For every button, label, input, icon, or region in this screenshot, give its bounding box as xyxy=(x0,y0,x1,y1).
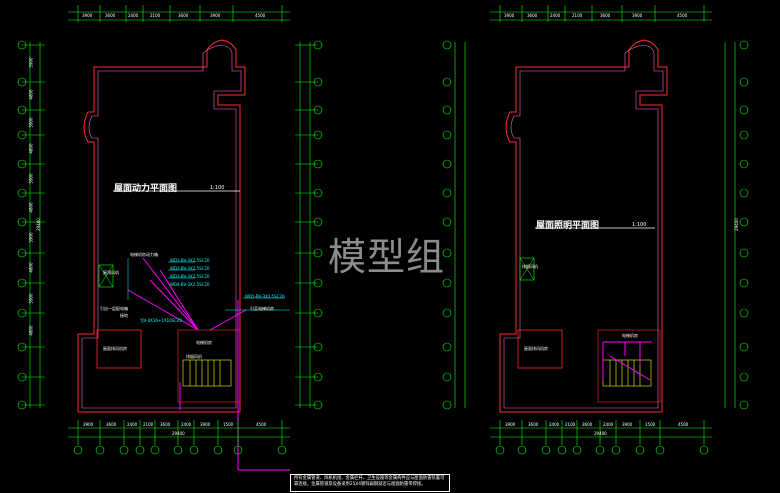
left-plan-scale: 1:100 xyxy=(210,185,225,191)
side-dim-7: 4800 xyxy=(28,262,34,273)
left-label-8: 引至电梯机房 xyxy=(250,306,274,311)
right-room-label: 屋面排风机房 xyxy=(524,346,548,351)
left-label-5: WD4-BV-3X2.5SC20 xyxy=(170,282,210,287)
side-dim-3: 4800 xyxy=(28,143,34,154)
right-top-dim-4: 3600 xyxy=(600,13,611,18)
right-inner-wall xyxy=(503,44,664,409)
right-vent-box xyxy=(519,257,535,281)
right-plan-scale: 1:100 xyxy=(632,222,647,228)
right-bottom-dim-5: 2400 xyxy=(603,422,614,427)
left-bottom-dim-3: 2100 xyxy=(143,422,154,427)
left-label-0: 电梯机房 xyxy=(196,340,212,345)
left-top-dim-4: 3600 xyxy=(178,13,189,18)
left-bottom-dim-5: 2400 xyxy=(181,422,192,427)
right-stair xyxy=(597,329,661,403)
right-bottom-dim-6: 3900 xyxy=(622,422,633,427)
right-bottom-dim-4: 3600 xyxy=(582,422,593,427)
right-wiring xyxy=(602,341,652,381)
left-plan xyxy=(17,5,323,471)
left-bottom-dim-8: 4500 xyxy=(256,422,267,427)
left-inner-wall xyxy=(81,44,242,409)
left-plan-title: 屋面动力平面图 xyxy=(114,184,178,194)
left-bottom-dim-0: 3900 xyxy=(83,422,94,427)
right-top-dim-3: 2100 xyxy=(572,13,583,18)
side-dim-6: 3900 xyxy=(28,232,34,243)
right-bottom-dim-0: 3900 xyxy=(505,422,516,427)
left-total-dim: 29400 xyxy=(172,431,185,436)
right-top-dim-0: 3900 xyxy=(504,13,515,18)
left-top-dim-3: 2100 xyxy=(150,13,161,18)
left-top-dim-6: 4500 xyxy=(255,13,266,18)
left-top-dim-5: 3900 xyxy=(210,13,221,18)
left-room-box xyxy=(96,329,142,369)
side-dim-9: 4800 xyxy=(28,325,34,336)
general-note: 所有金属管道、风机机组、金属栏杆、卫生设施等金属构件应与屋面防雷装置可靠连接，金… xyxy=(290,474,450,492)
right-top-dim-6: 4500 xyxy=(677,13,688,18)
left-room-label: 屋面排风机房 xyxy=(103,346,127,351)
right-plan xyxy=(442,5,749,455)
left-stair xyxy=(177,329,241,403)
right-plan-title: 屋面照明平面图 xyxy=(536,221,600,231)
left-label-2: WD1-BV-3X2.5SC20 xyxy=(170,258,210,263)
right-bottom-dim-8: 4500 xyxy=(678,422,689,427)
left-label-7: 接地 xyxy=(120,313,128,318)
left-label-9: WD5-BV-3X2.5SC20 xyxy=(245,294,285,299)
left-side-dimension-right xyxy=(295,42,318,408)
right-side-total-dim: 29400 xyxy=(733,218,739,231)
side-dim-5: 4800 xyxy=(28,202,34,213)
side-total-dim: 29400 xyxy=(35,218,41,231)
left-top-dim-2: 2400 xyxy=(128,13,139,18)
side-dim-2: 3900 xyxy=(28,117,34,128)
left-top-dim-1: 3600 xyxy=(105,13,116,18)
left-bottom-dimension xyxy=(68,420,290,455)
right-side-dimension-right xyxy=(724,40,749,410)
right-bottom-dim-7: 1500 xyxy=(645,422,656,427)
left-label-11: 排烟风机 xyxy=(186,354,202,359)
left-label-10: 屋顶风机 xyxy=(103,270,119,275)
left-label-12: YJV-4X16+1X10SC40 xyxy=(140,318,183,323)
right-bottom-dim-2: 2400 xyxy=(549,422,560,427)
side-dim-8: 3900 xyxy=(28,293,34,304)
side-dim-0: 3900 xyxy=(28,57,34,68)
right-top-dim-2: 2400 xyxy=(550,13,561,18)
left-label-4: WD3-BV-3X2.5SC20 xyxy=(170,274,210,279)
right-top-dim-5: 3900 xyxy=(632,13,643,18)
left-bottom-dim-2: 2400 xyxy=(127,422,138,427)
left-outer-wall xyxy=(77,39,246,413)
left-label-3: WD2-BV-3X2.5SC20 xyxy=(170,266,210,271)
right-total-dim: 29400 xyxy=(594,431,607,436)
left-bottom-dim-6: 3900 xyxy=(200,422,211,427)
right-label-1: 排烟风机 xyxy=(522,264,538,269)
left-top-dimension xyxy=(68,5,290,22)
left-leader-lines xyxy=(127,258,290,311)
left-bottom-dim-4: 3600 xyxy=(160,422,171,427)
right-bottom-dim-1: 3600 xyxy=(528,422,539,427)
left-axis-bubbles xyxy=(17,40,323,410)
right-side-dimension-left xyxy=(442,40,466,410)
right-room-box xyxy=(517,329,563,369)
left-side-dimension-left xyxy=(22,42,45,408)
watermark: 模型组 xyxy=(328,235,446,279)
left-bottom-dim-7: 1500 xyxy=(223,422,234,427)
left-wiring xyxy=(127,257,290,471)
left-label-6: 引自一层配电箱 xyxy=(100,306,128,311)
left-bottom-dim-1: 3600 xyxy=(106,422,117,427)
right-top-dim-1: 3600 xyxy=(527,13,538,18)
left-top-dim-0: 3900 xyxy=(82,13,93,18)
right-bottom-dimension xyxy=(490,420,712,455)
right-bottom-dim-3: 2100 xyxy=(565,422,576,427)
right-outer-wall xyxy=(499,39,668,413)
left-label-1: 电梯机房动力箱 xyxy=(130,252,158,257)
left-vent-box xyxy=(98,264,114,288)
side-dim-1: 4800 xyxy=(28,89,34,100)
right-top-dimension xyxy=(490,5,712,22)
right-label-0: 电梯机房 xyxy=(622,333,638,338)
side-dim-4: 3900 xyxy=(28,173,34,184)
